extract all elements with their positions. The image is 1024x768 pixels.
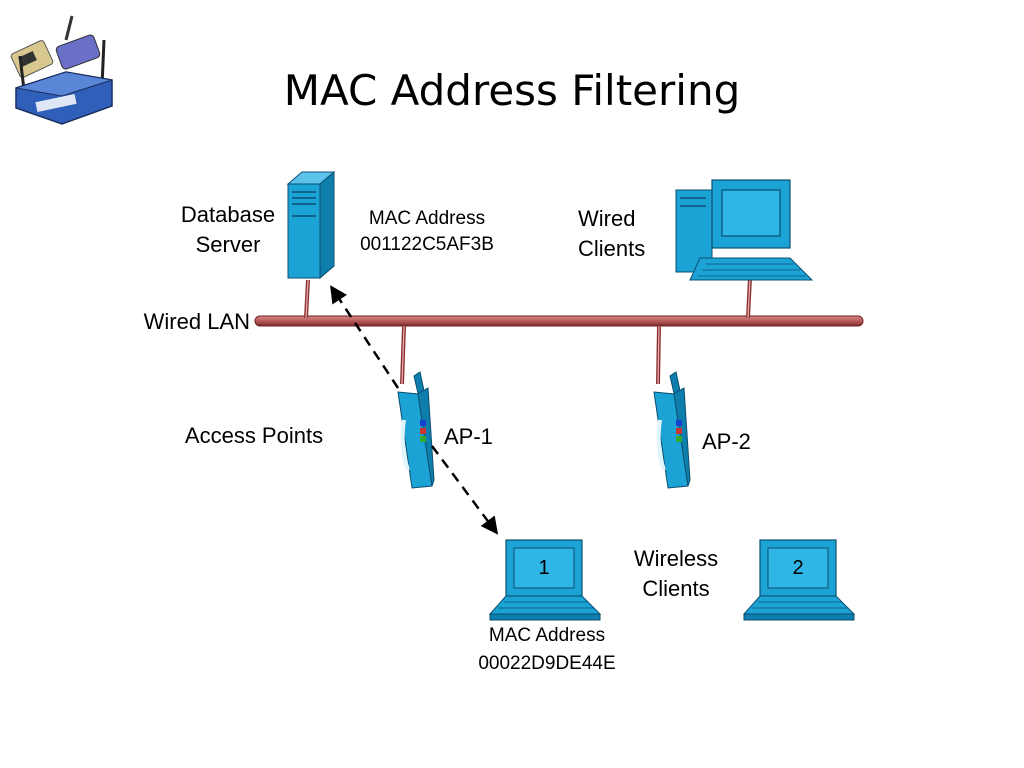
laptop-icon xyxy=(742,539,856,621)
database-server-label-line1: Database xyxy=(180,202,276,227)
client-mac-address: MAC Address 00022D9DE44E xyxy=(458,622,636,678)
ap2-label: AP-2 xyxy=(702,429,751,454)
drop-cables xyxy=(304,277,752,385)
server-mac-address-value: 001122C5AF3B xyxy=(360,234,494,255)
client-mac-address-caption: MAC Address xyxy=(488,625,606,646)
wired-lan-cable xyxy=(254,315,864,327)
access-point-icon xyxy=(653,371,691,489)
laptop-icon xyxy=(488,539,602,621)
wired-lan-label: Wired LAN xyxy=(143,309,250,334)
access-points-label: Access Points xyxy=(184,423,324,448)
ap1-label: AP-1 xyxy=(444,424,493,449)
desktop-computer-icon xyxy=(675,179,814,281)
wireless-clients-label: Wireless Clients xyxy=(616,544,736,604)
database-server-label-line2: Server xyxy=(195,232,261,257)
database-server-label: Database Server xyxy=(170,200,286,260)
wired-clients-label-line1: Wired xyxy=(578,206,636,231)
database-server-icon xyxy=(286,170,336,280)
access-point-icon xyxy=(397,371,435,489)
wireless-clients-label-line1: Wireless xyxy=(633,546,719,571)
wired-clients-label-line2: Clients xyxy=(578,236,646,261)
authentication-path-arrows xyxy=(330,285,499,535)
slide-title: MAC Address Filtering xyxy=(283,66,741,115)
client-mac-address-value: 00022D9DE44E xyxy=(478,653,616,674)
laptop-1-number: 1 xyxy=(538,557,550,579)
laptop-2-number: 2 xyxy=(792,557,804,579)
server-mac-address-caption: MAC Address xyxy=(368,208,486,229)
wired-clients-label: Wired Clients xyxy=(566,204,664,264)
server-mac-address: MAC Address 001122C5AF3B xyxy=(350,206,504,258)
router-logo-icon xyxy=(10,15,113,125)
wireless-clients-label-line2: Clients xyxy=(642,576,710,601)
